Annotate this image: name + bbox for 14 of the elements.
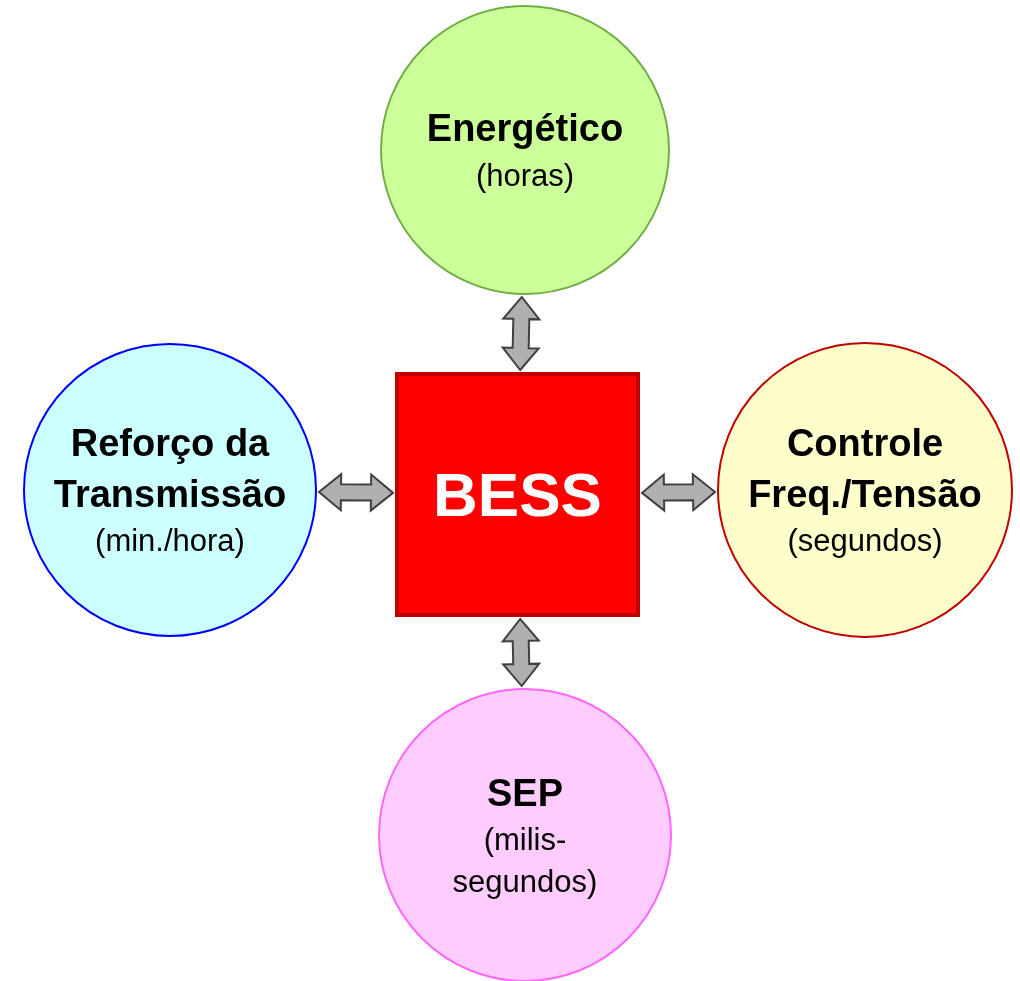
double-arrow <box>500 617 542 688</box>
node-subtitle: (segundos) <box>787 522 943 561</box>
double-arrow <box>640 472 717 513</box>
box-title: BESS <box>433 459 602 530</box>
double-arrow <box>317 472 395 513</box>
node-title: Controle Freq./Tensão <box>747 420 983 518</box>
node-subtitle: (milis- segundos) <box>451 820 599 901</box>
node-title: SEP <box>486 770 563 816</box>
node-title: Energético <box>426 106 624 152</box>
central-box <box>395 372 640 617</box>
node-subtitle: (horas) <box>475 156 575 195</box>
node-subtitle: (min./hora) <box>95 522 245 561</box>
node-title: Reforço da Transmissão <box>52 420 288 518</box>
double-arrow <box>500 295 542 372</box>
